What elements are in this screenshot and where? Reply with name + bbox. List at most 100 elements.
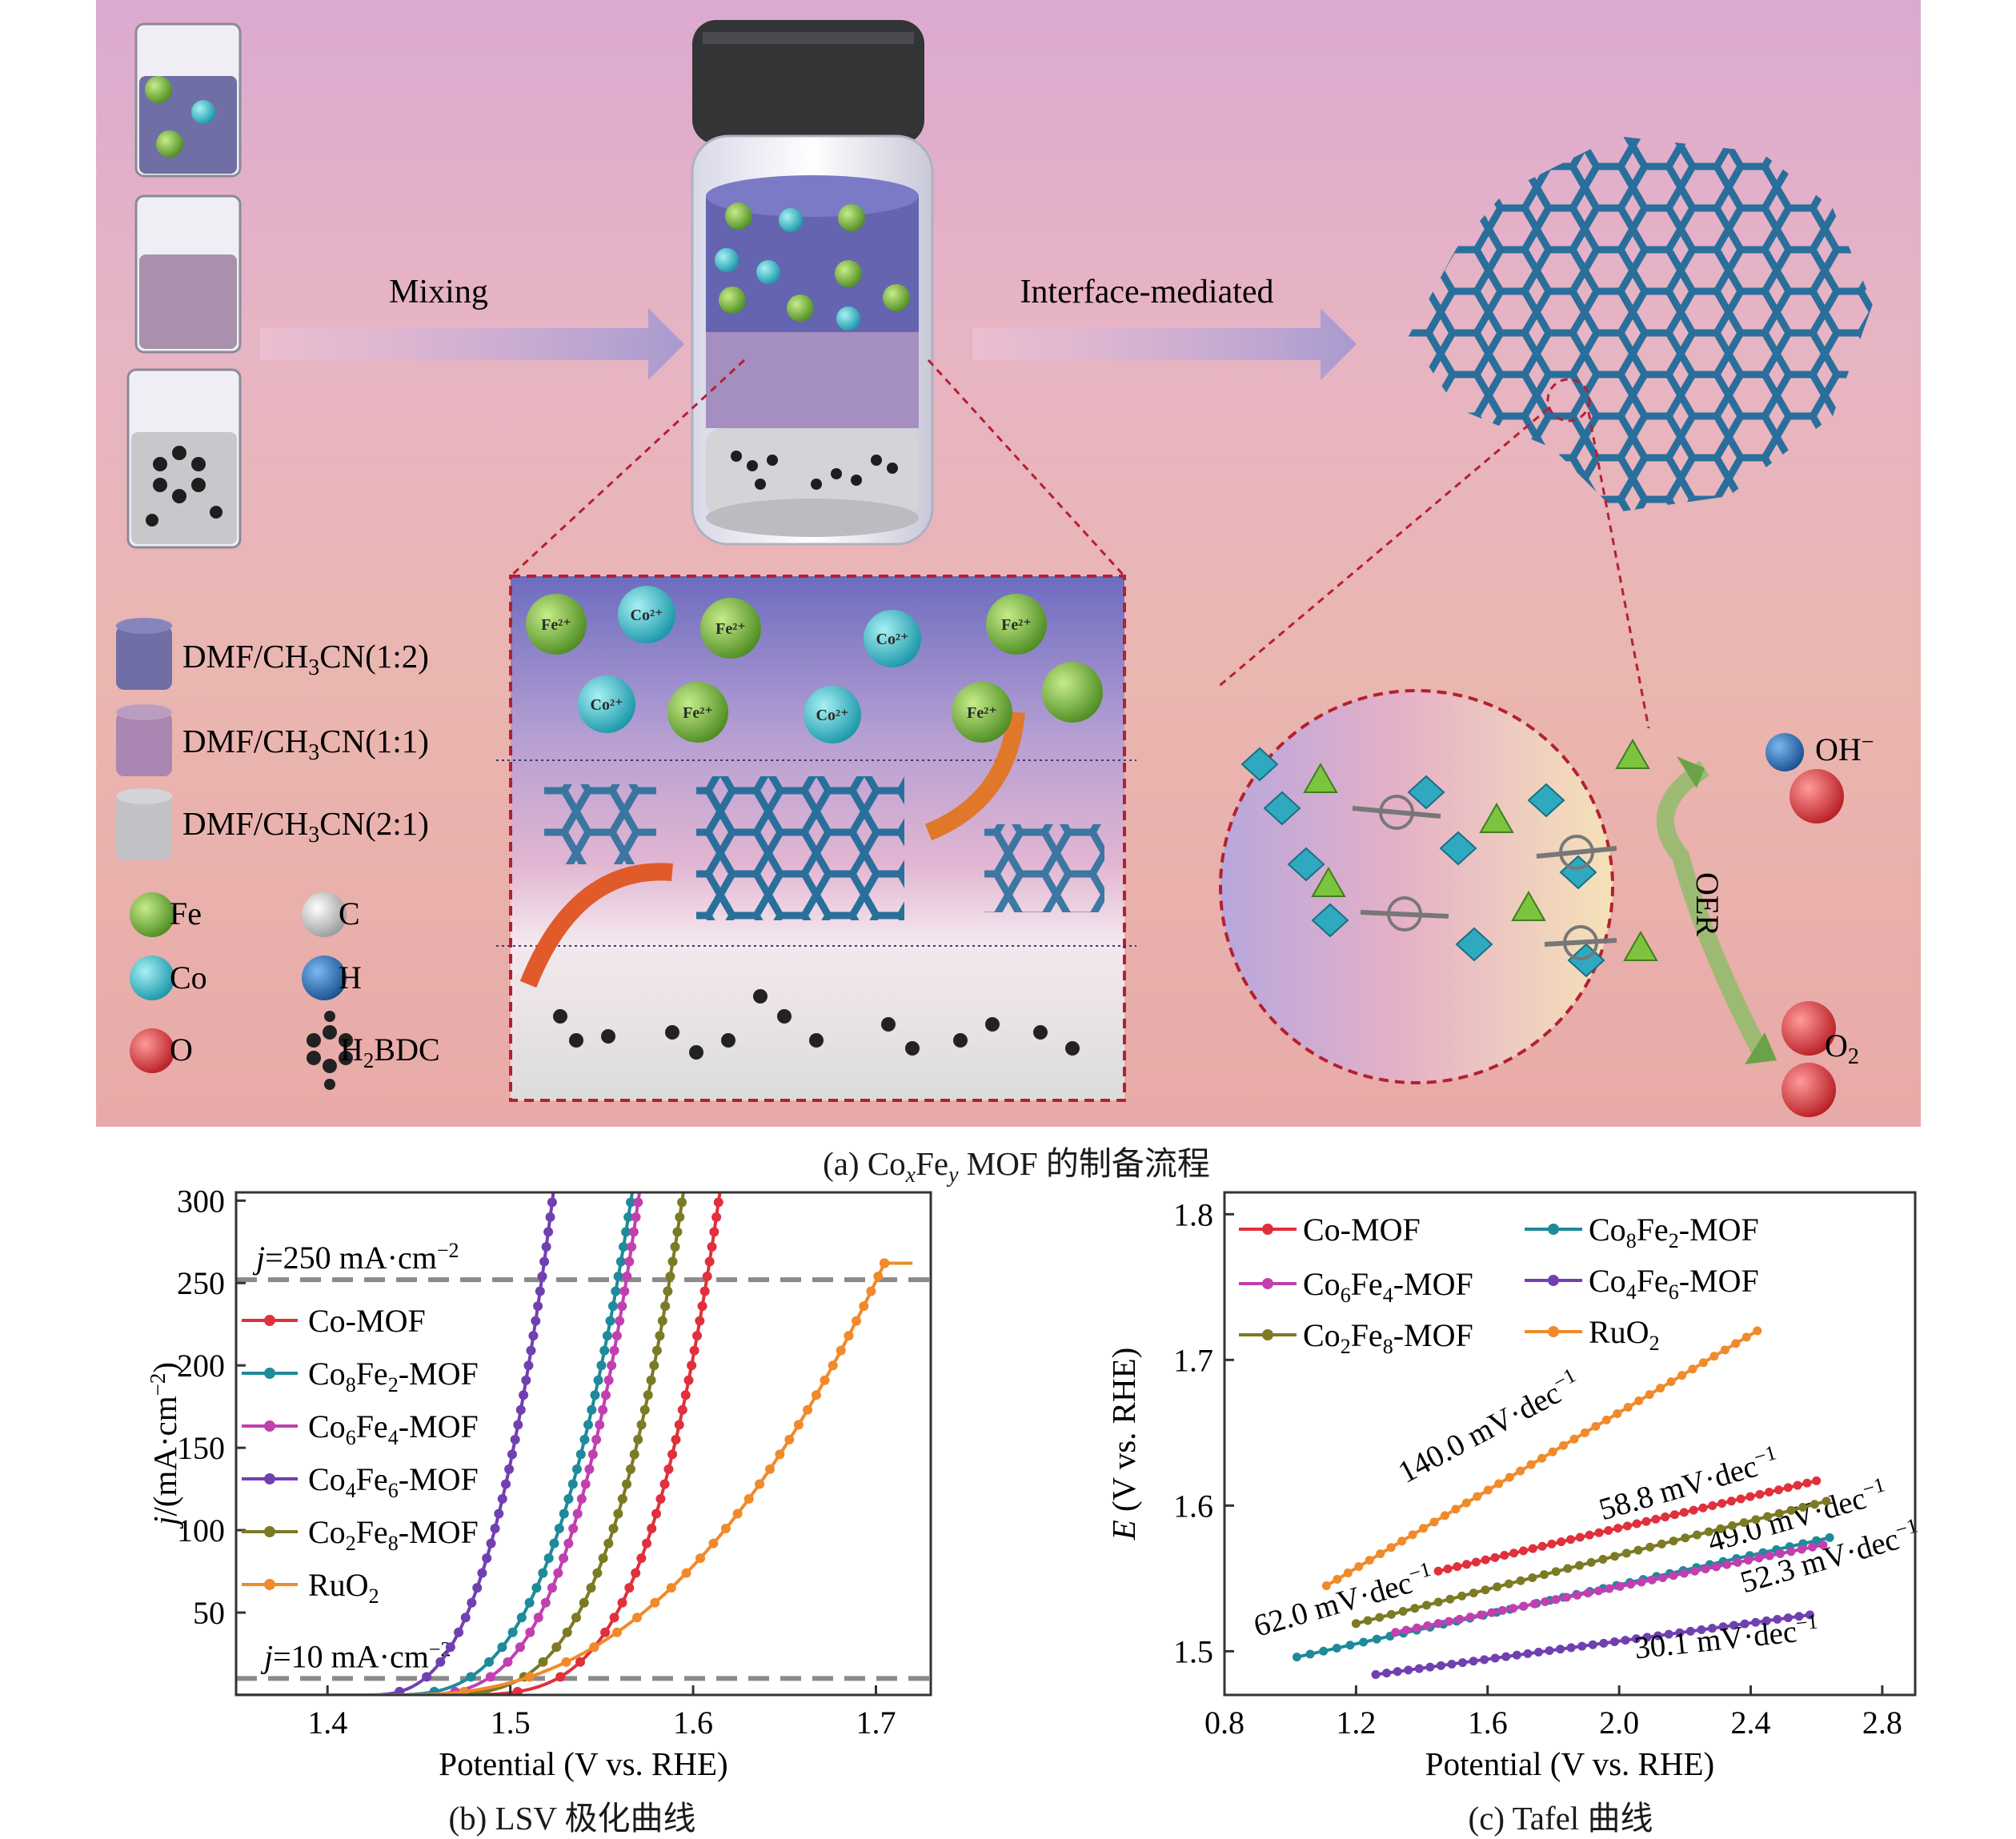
data-point xyxy=(633,1434,643,1444)
data-point xyxy=(793,1420,804,1430)
x-tick-label: 2.8 xyxy=(1862,1705,1902,1741)
data-point xyxy=(880,1258,890,1268)
x-axis-label: Potential (V vs. RHE) xyxy=(1425,1745,1714,1782)
data-point xyxy=(1481,1555,1490,1565)
data-point xyxy=(1523,1649,1533,1658)
data-point xyxy=(531,1583,542,1593)
data-point xyxy=(1741,1332,1751,1342)
data-point xyxy=(1621,1636,1630,1645)
data-point xyxy=(568,1524,579,1534)
data-point xyxy=(599,1345,610,1356)
y-tick-label: 200 xyxy=(177,1348,225,1384)
data-point xyxy=(1545,1646,1554,1656)
data-point xyxy=(525,1627,535,1637)
data-point xyxy=(1575,1532,1585,1542)
data-point xyxy=(1812,1476,1822,1485)
reaction-vial xyxy=(691,20,934,546)
legend-marker xyxy=(264,1473,275,1484)
data-point xyxy=(1501,1652,1511,1661)
data-point xyxy=(1666,1377,1676,1387)
x-tick-label: 1.4 xyxy=(307,1705,347,1741)
data-point xyxy=(1305,1649,1315,1659)
data-point xyxy=(1763,1512,1773,1521)
data-point xyxy=(1490,1653,1500,1663)
ion-label-fe: Fe²⁺ xyxy=(967,704,997,722)
data-point xyxy=(1601,1415,1611,1424)
data-point xyxy=(460,1613,471,1623)
data-point xyxy=(1583,1589,1593,1598)
data-point xyxy=(650,1597,660,1608)
data-point xyxy=(1319,1646,1329,1656)
data-point xyxy=(1621,1549,1631,1558)
data-point xyxy=(1412,1623,1421,1633)
data-point xyxy=(513,1420,523,1430)
data-point xyxy=(1354,1562,1364,1572)
beaker-bottom xyxy=(126,368,242,549)
ion-label-co: Co²⁺ xyxy=(876,631,909,648)
data-point xyxy=(619,1286,630,1296)
data-point xyxy=(515,1404,526,1415)
data-point xyxy=(611,1286,621,1296)
data-point xyxy=(687,1360,697,1371)
zoom-lines xyxy=(509,359,1650,729)
data-point xyxy=(1548,1447,1557,1456)
data-point xyxy=(665,1272,675,1282)
data-point xyxy=(540,1597,551,1608)
data-point xyxy=(1519,1601,1529,1611)
data-point xyxy=(732,1508,743,1519)
data-point xyxy=(625,1464,635,1474)
data-point xyxy=(622,1272,632,1282)
data-point xyxy=(1765,1551,1774,1561)
data-point xyxy=(512,1686,523,1695)
data-point xyxy=(866,1286,876,1296)
data-point xyxy=(755,1479,765,1489)
oxygen-molecule xyxy=(1782,1001,1836,1117)
data-point xyxy=(1726,1496,1736,1506)
data-point xyxy=(1794,1612,1804,1621)
data-point xyxy=(677,1404,687,1415)
data-point xyxy=(718,1176,727,1177)
data-point xyxy=(704,1256,715,1267)
y-tick-label: 1.5 xyxy=(1173,1633,1213,1669)
data-point xyxy=(1497,1605,1507,1615)
data-point xyxy=(1802,1478,1812,1488)
data-point xyxy=(1707,1624,1717,1633)
data-point xyxy=(709,1227,719,1237)
data-point xyxy=(466,1672,476,1682)
y-axis-label: E (V vs. RHE) xyxy=(1105,1348,1142,1541)
legend-marker xyxy=(1548,1275,1559,1286)
data-point xyxy=(595,1420,605,1430)
data-point xyxy=(533,1301,543,1312)
data-point xyxy=(1689,1505,1698,1515)
data-point xyxy=(1774,1485,1783,1495)
data-point xyxy=(519,1390,529,1400)
data-point xyxy=(1423,1621,1433,1631)
data-point xyxy=(1473,1492,1482,1501)
data-point xyxy=(472,1583,483,1593)
interface-mediated-label: Interface-mediated xyxy=(1020,274,1273,311)
data-point xyxy=(1728,1520,1737,1530)
data-point xyxy=(563,1538,574,1549)
data-point xyxy=(516,1613,527,1623)
data-point xyxy=(1575,1561,1585,1570)
data-point xyxy=(1512,1650,1521,1660)
data-point xyxy=(593,1375,603,1385)
data-point xyxy=(1692,1530,1701,1540)
y-tick-label: 50 xyxy=(193,1595,225,1631)
data-point xyxy=(1504,1579,1513,1589)
data-point xyxy=(1657,1539,1666,1549)
y-tick-label: 1.8 xyxy=(1173,1196,1213,1232)
data-point xyxy=(1398,1607,1408,1617)
data-point xyxy=(1664,1629,1673,1639)
data-point xyxy=(1818,1541,1828,1550)
data-point xyxy=(663,1464,674,1474)
data-point xyxy=(497,1642,507,1653)
data-point xyxy=(1669,1571,1678,1581)
data-point xyxy=(1745,1492,1755,1501)
data-point xyxy=(1321,1581,1331,1590)
plot-frame xyxy=(234,1191,932,1697)
data-point xyxy=(692,1331,703,1341)
data-point xyxy=(1754,1553,1764,1563)
data-point xyxy=(689,1345,699,1356)
data-point xyxy=(547,1583,557,1593)
